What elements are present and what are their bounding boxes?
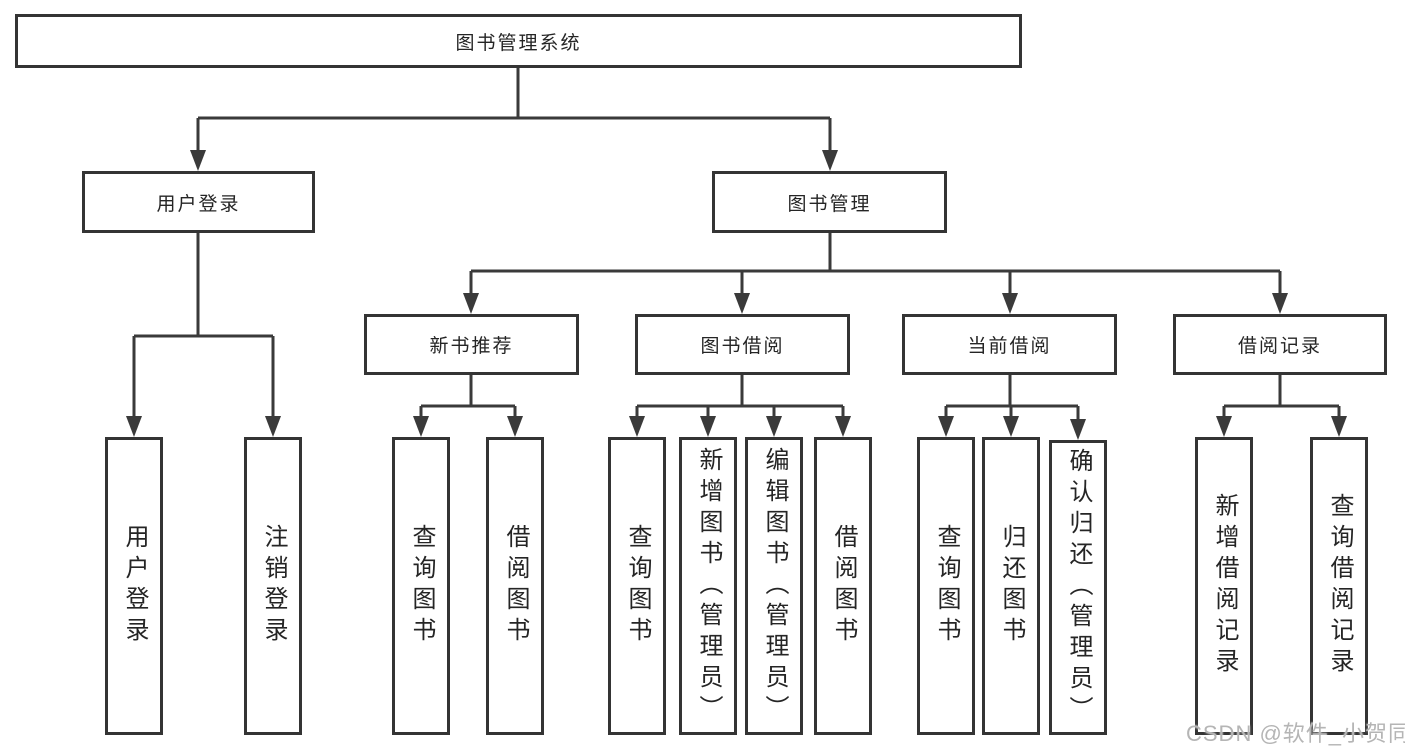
leaf-borrow-books-recommend-label: 借阅图书 — [502, 524, 529, 648]
arrowhead-confirm-return — [1070, 419, 1086, 440]
leaf-add-borrow-record: 新增借阅记录 — [1195, 437, 1253, 735]
connector-borrow-records-branch — [1222, 375, 1341, 418]
connector-current-borrow-branch — [944, 375, 1080, 420]
leaf-add-book-admin: 新增图书（管理员） — [679, 437, 737, 735]
leaf-query-books-borrow-label: 查询图书 — [624, 524, 651, 648]
leaf-query-borrow-record-label: 查询借阅记录 — [1326, 493, 1353, 679]
arrowhead-query-borrow-record — [1331, 416, 1347, 437]
arrowhead-book-management — [822, 150, 838, 171]
arrowhead-leaf-logout — [265, 416, 281, 437]
node-new-book-recommend-label: 新书推荐 — [429, 336, 514, 357]
node-book-borrow: 图书借阅 — [635, 314, 850, 375]
arrowhead-borrow-books-2 — [835, 416, 851, 437]
node-user-login-label: 用户登录 — [156, 193, 241, 215]
arrowhead-book-borrow — [734, 293, 750, 314]
leaf-return-books-label: 归还图书 — [998, 524, 1025, 648]
leaf-query-books-borrow: 查询图书 — [608, 437, 666, 735]
arrowhead-add-borrow-record — [1216, 416, 1232, 437]
arrowhead-borrow-books-1 — [507, 416, 523, 437]
connector-book-borrow-branch — [635, 375, 845, 418]
arrowhead-edit-book — [766, 416, 782, 437]
leaf-confirm-return-admin: 确认归还（管理员） — [1049, 440, 1107, 735]
node-book-management-label: 图书管理 — [787, 193, 872, 215]
leaf-borrow-books: 借阅图书 — [814, 437, 872, 735]
node-root-library-system: 图书管理系统 — [15, 14, 1022, 68]
node-borrow-records-label: 借阅记录 — [1237, 336, 1322, 357]
leaf-add-book-admin-label: 新增图书（管理员） — [695, 446, 722, 726]
node-book-management: 图书管理 — [712, 171, 947, 233]
leaf-edit-book-admin-label: 编辑图书（管理员） — [761, 446, 788, 726]
connector-root-trunk — [196, 68, 832, 152]
arrowhead-new-book-recommend — [463, 293, 479, 314]
node-root-label: 图书管理系统 — [455, 32, 582, 54]
leaf-query-borrow-record: 查询借阅记录 — [1310, 437, 1368, 735]
leaf-query-books-current-label: 查询图书 — [933, 524, 960, 648]
node-current-borrow: 当前借阅 — [902, 314, 1117, 375]
arrowhead-user-login — [190, 150, 206, 171]
node-borrow-records: 借阅记录 — [1173, 314, 1387, 375]
leaf-add-borrow-record-label: 新增借阅记录 — [1211, 493, 1238, 679]
node-current-borrow-label: 当前借阅 — [967, 336, 1052, 357]
arrowhead-query-books-1 — [413, 416, 429, 437]
connector-new-book-branch — [419, 375, 517, 418]
leaf-return-books: 归还图书 — [982, 437, 1040, 735]
leaf-logout-label: 注销登录 — [260, 524, 287, 648]
leaf-user-login: 用户登录 — [105, 437, 163, 735]
leaf-query-books-current: 查询图书 — [917, 437, 975, 735]
connector-user-login-branch — [132, 233, 275, 418]
leaf-user-login-label: 用户登录 — [121, 524, 148, 648]
leaf-query-books-recommend: 查询图书 — [392, 437, 450, 735]
leaf-logout: 注销登录 — [244, 437, 302, 735]
csdn-watermark: CSDN @软件_小贺同学 — [1186, 721, 1405, 746]
leaf-borrow-books-label: 借阅图书 — [830, 524, 857, 648]
connector-book-management-branch — [469, 233, 1282, 295]
node-user-login: 用户登录 — [82, 171, 315, 233]
leaf-edit-book-admin: 编辑图书（管理员） — [745, 437, 803, 735]
arrowhead-add-book — [700, 416, 716, 437]
leaf-confirm-return-admin-label: 确认归还（管理员） — [1065, 448, 1092, 727]
arrowhead-query-books-3 — [938, 416, 954, 437]
node-new-book-recommend: 新书推荐 — [364, 314, 579, 375]
leaf-borrow-books-recommend: 借阅图书 — [486, 437, 544, 735]
node-book-borrow-label: 图书借阅 — [700, 336, 785, 357]
arrowhead-current-borrow — [1002, 293, 1018, 314]
leaf-query-books-recommend-label: 查询图书 — [408, 524, 435, 648]
arrowhead-return-books — [1003, 416, 1019, 437]
arrowhead-query-books-2 — [629, 416, 645, 437]
arrowhead-leaf-user-login — [126, 416, 142, 437]
arrowhead-borrow-records — [1272, 293, 1288, 314]
